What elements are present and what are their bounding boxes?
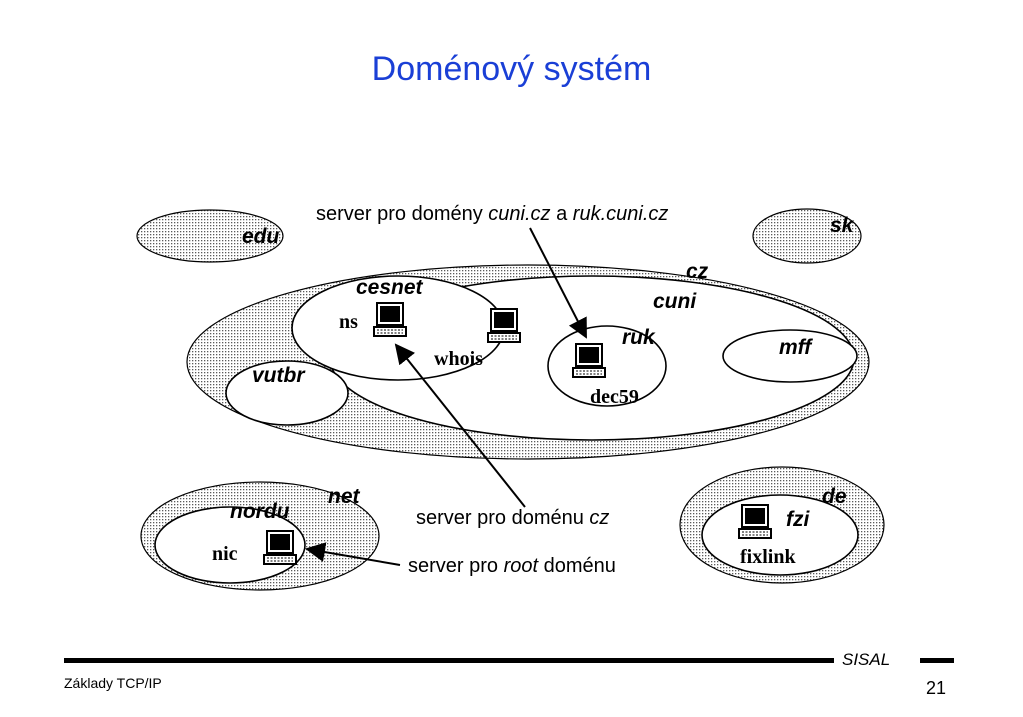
host-nic: nic	[212, 543, 238, 565]
label-ruk: ruk	[622, 326, 656, 349]
label-sk: sk	[830, 214, 855, 237]
arrow-to-dec59	[529, 227, 587, 339]
label-nordu: nordu	[230, 500, 290, 523]
computer-icon	[572, 343, 606, 378]
label-vutbr: vutbr	[252, 364, 306, 387]
footer-org: SISAL	[842, 650, 891, 669]
label-cesnet: cesnet	[356, 276, 424, 299]
label-mff: mff	[779, 336, 813, 359]
label-net: net	[328, 485, 361, 508]
footer-rule-left	[64, 658, 834, 663]
caption-cuni-server: server pro domény cuni.cz a ruk.cuni.cz	[316, 203, 668, 225]
footer-rule-right	[920, 658, 954, 663]
slide-title: Doménový systém	[371, 50, 652, 88]
host-fixlink: fixlink	[740, 546, 796, 568]
arrow-to-nic	[305, 542, 401, 566]
label-cuni: cuni	[653, 290, 697, 313]
page-number: 21	[926, 678, 947, 698]
computer-icon	[738, 504, 772, 539]
domain-sk-ellipse	[752, 208, 862, 264]
footer-course: Základy TCP/IP	[64, 675, 162, 691]
label-edu: edu	[242, 225, 280, 248]
domain-mff-ellipse	[722, 329, 858, 383]
label-cz: cz	[686, 260, 709, 283]
label-fzi: fzi	[786, 508, 810, 531]
caption-root-server: server pro root doménu	[408, 555, 616, 577]
host-ns: ns	[339, 311, 358, 333]
computer-icon	[263, 530, 297, 565]
arrow-to-ns	[394, 343, 526, 508]
computer-icon	[487, 308, 521, 343]
computer-icon	[373, 302, 407, 337]
domain-edu-ellipse	[136, 209, 284, 263]
host-whois: whois	[434, 348, 483, 370]
label-de: de	[822, 485, 847, 508]
domain-vutbr-ellipse	[225, 360, 349, 426]
host-dec59: dec59	[590, 386, 639, 408]
caption-cz-server: server pro doménu cz	[416, 507, 609, 529]
